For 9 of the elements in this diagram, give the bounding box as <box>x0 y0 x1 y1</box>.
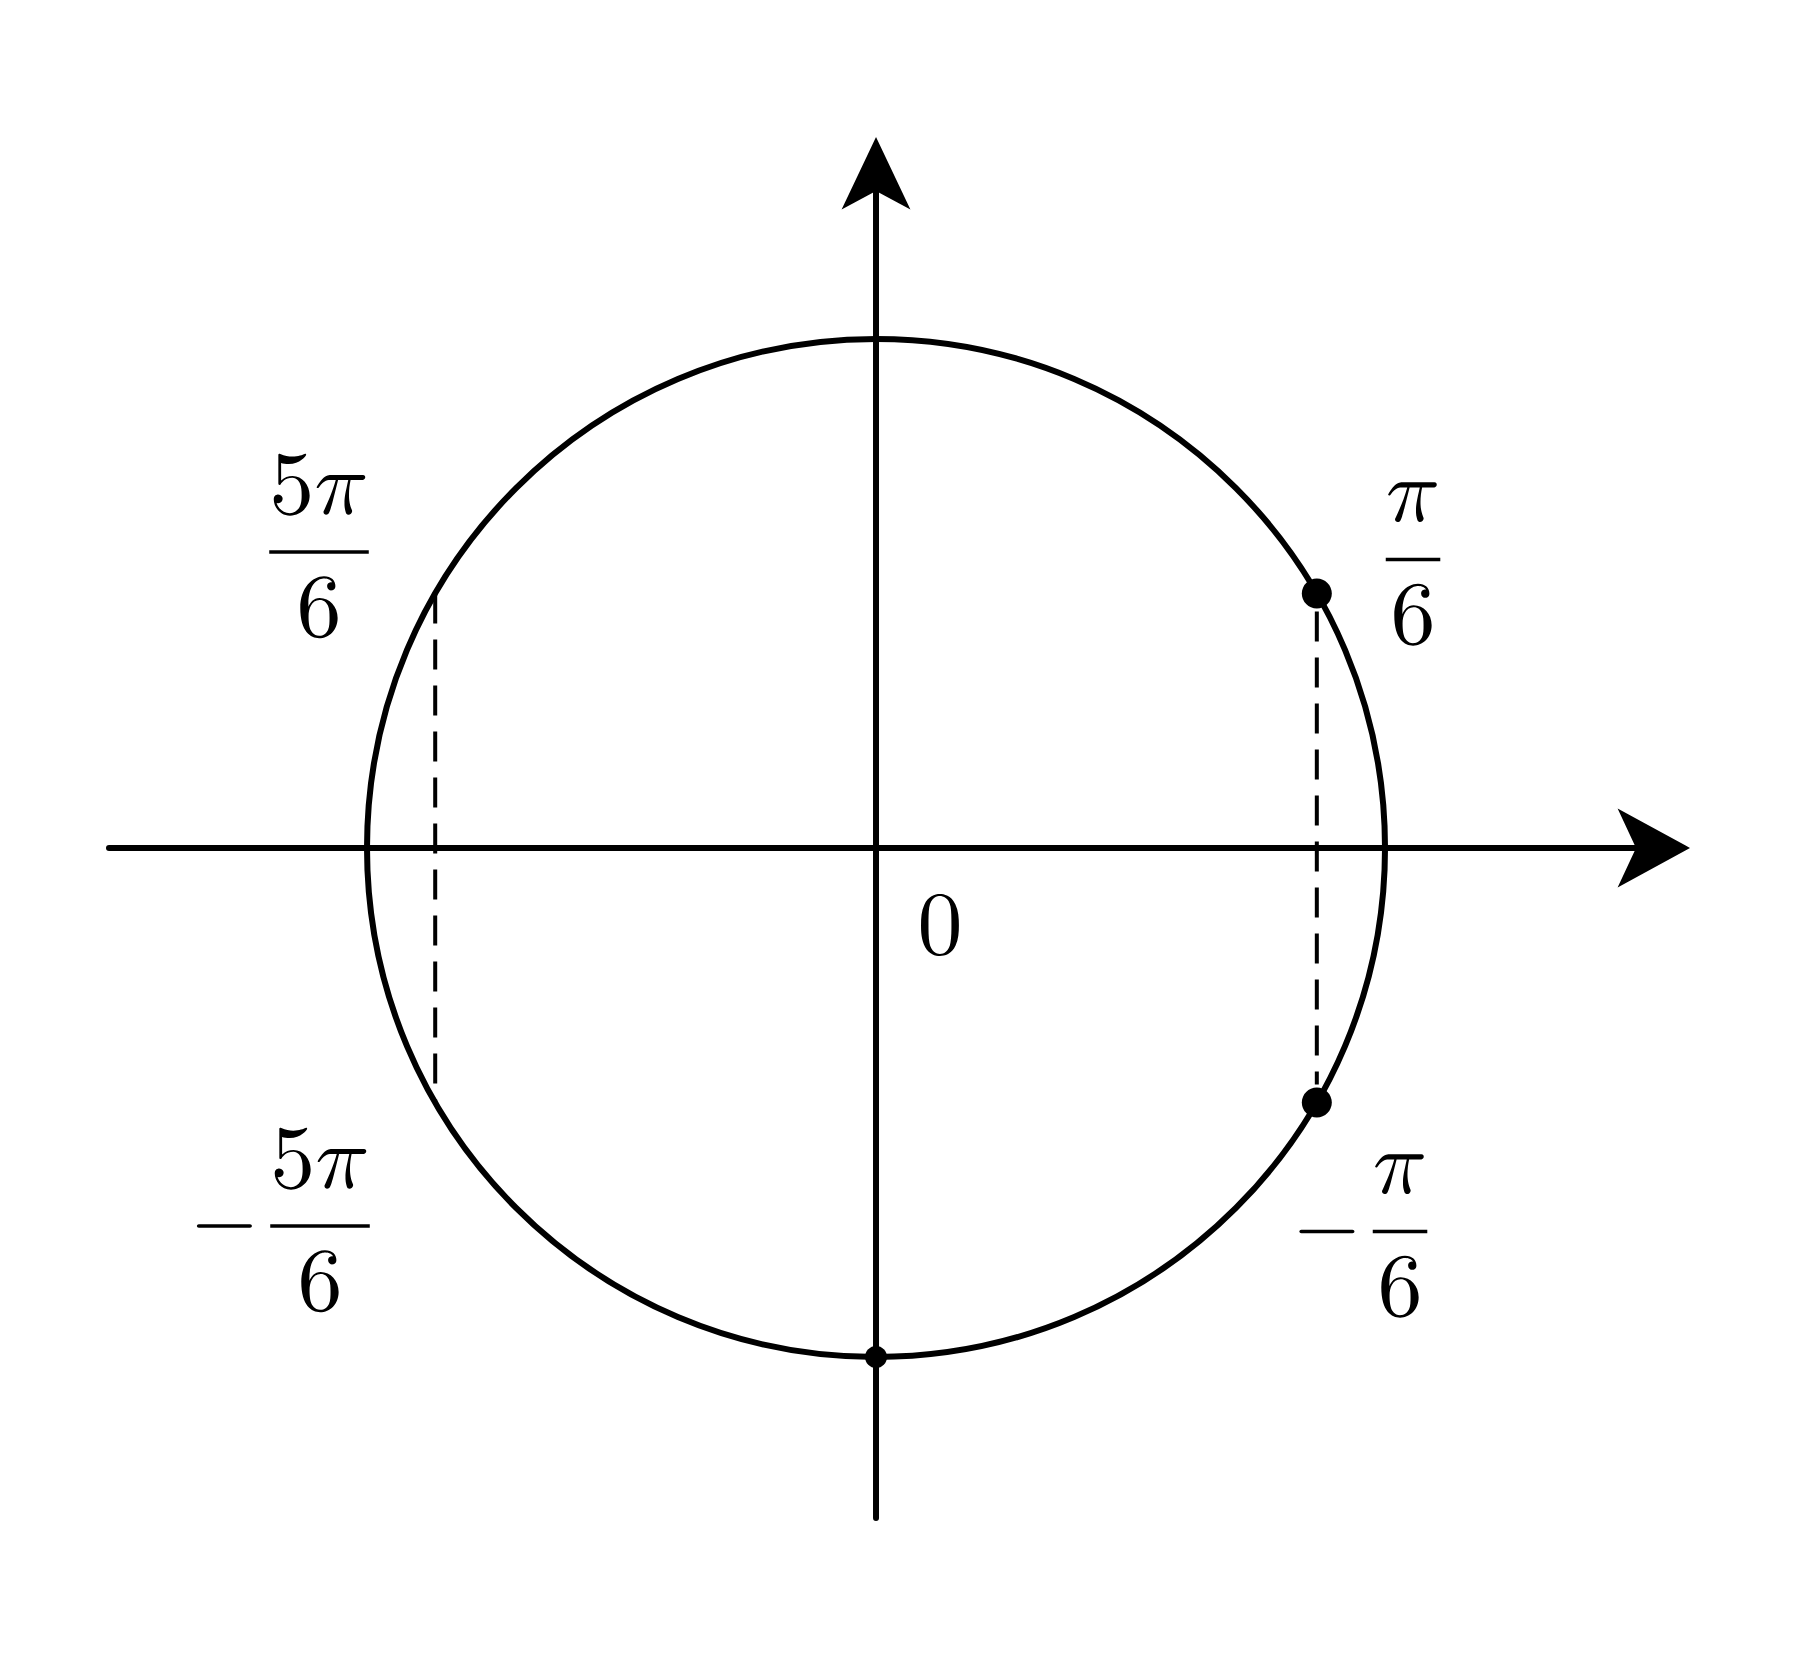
point-dot <box>1301 578 1332 609</box>
point-dot <box>1301 1087 1332 1118</box>
point-dot <box>865 1346 887 1368</box>
dashed-line <box>1314 611 1319 1085</box>
angle-label: $\frac{5\pi}{6}$ <box>269 453 369 639</box>
origin-label: $0$ <box>921 894 959 956</box>
angle-label: $-\frac{5\pi}{6}$ <box>196 1127 370 1313</box>
angle-label: $\frac{\pi}{6}$ <box>1385 482 1441 646</box>
angle-label: $-\frac{\pi}{6}$ <box>1299 1154 1428 1318</box>
